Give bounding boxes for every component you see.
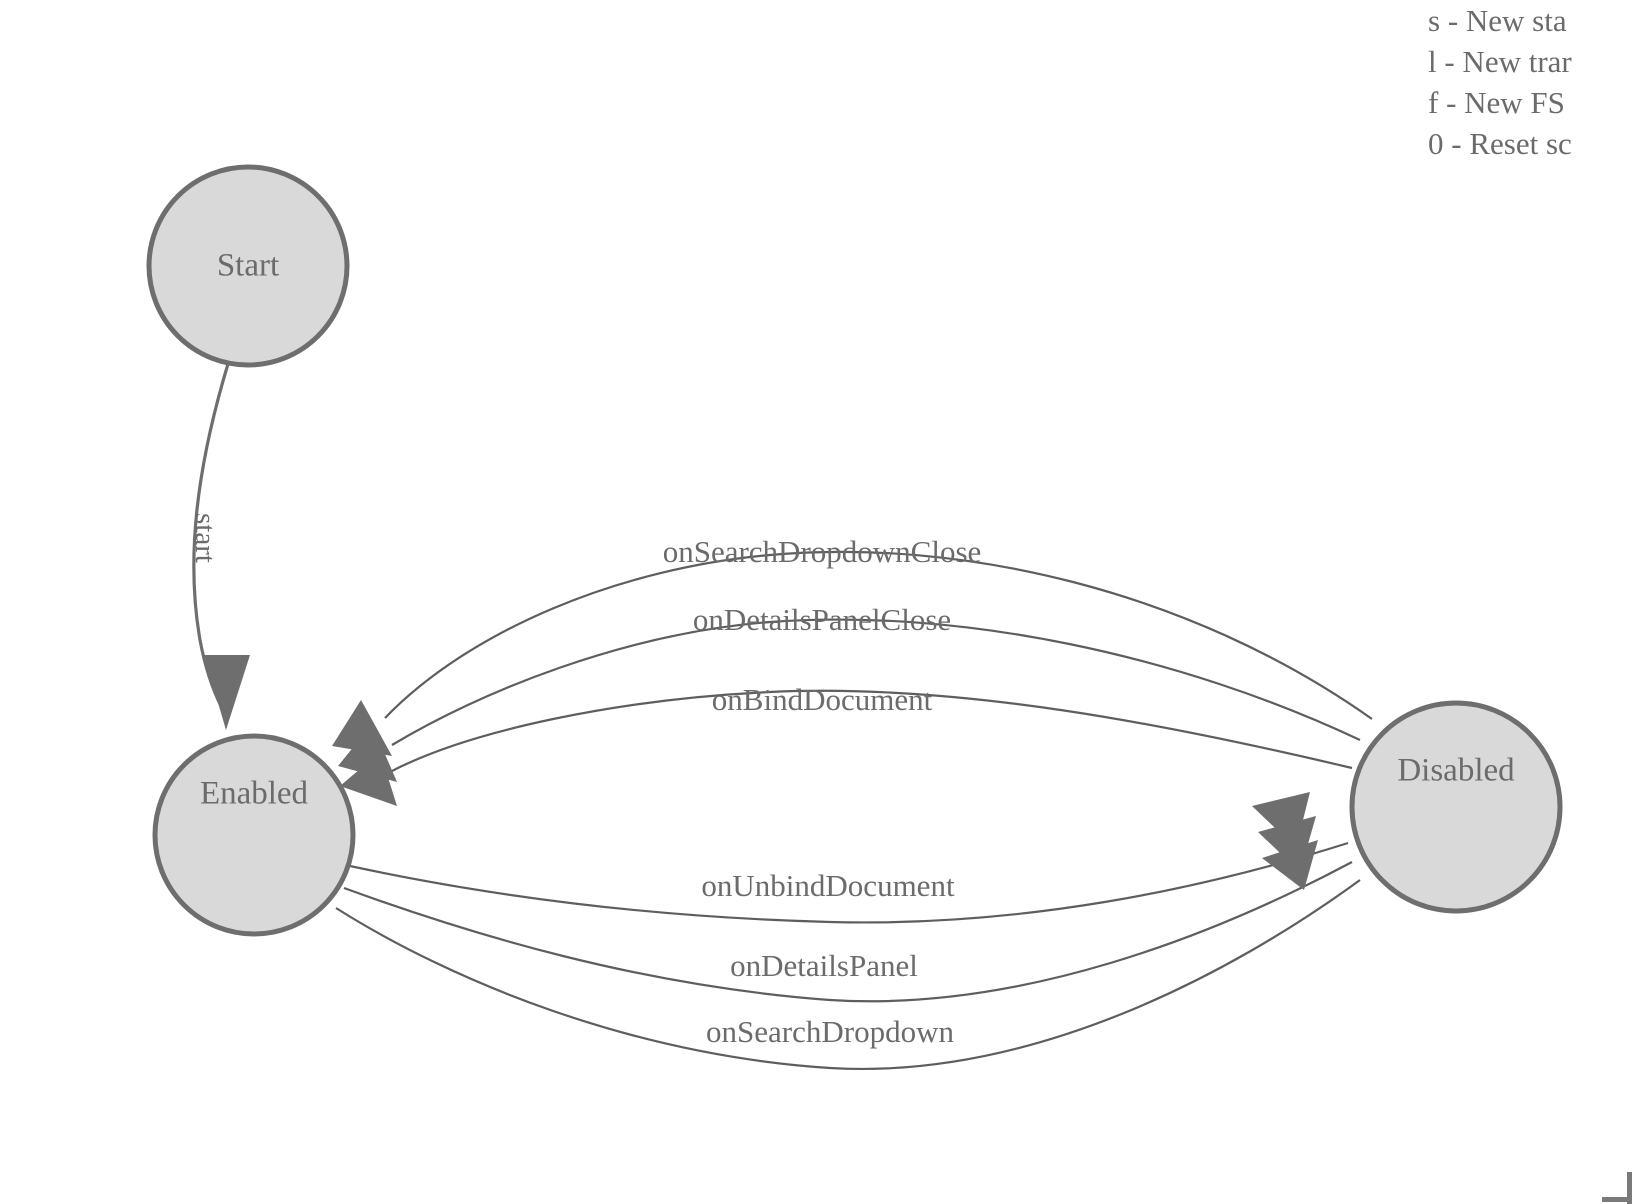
state-node-start-label: Start <box>217 248 279 284</box>
state-node-enabled[interactable]: Enabled <box>152 733 356 937</box>
state-node-disabled-label: Disabled <box>1397 753 1515 789</box>
state-node-disabled[interactable]: Disabled <box>1349 700 1563 914</box>
state-node-enabled-label: Enabled <box>200 776 309 812</box>
corner-mark-horizontal <box>1602 1197 1632 1202</box>
transition-edge-start[interactable] <box>192 363 230 707</box>
state-node-start[interactable]: Start <box>146 164 350 368</box>
transition-label-onSearchDropdown: onSearchDropdown <box>706 1014 954 1049</box>
transition-edge-onBindDocument[interactable] <box>389 689 1353 773</box>
arrowhead-enabled-to-disabled-3 <box>1262 840 1318 890</box>
transition-edge-onDetailsPanelClose[interactable] <box>391 618 1361 746</box>
transition-label-onDetailsPanel: onDetailsPanel <box>730 948 918 983</box>
corner-mark-vertical <box>1627 1172 1632 1204</box>
transition-label-onSearchDropdownClose: onSearchDropdownClose <box>663 534 982 569</box>
transition-label-onBindDocument: onBindDocument <box>712 682 933 717</box>
state-node-start-circle[interactable] <box>146 164 350 368</box>
transition-label-start: start <box>189 513 221 563</box>
shortcut-legend-item: 0 - Reset sc <box>1428 126 1572 161</box>
transition-edge-onDetailsPanel[interactable] <box>343 861 1353 1003</box>
shortcut-legend-item: f - New FS <box>1428 85 1565 120</box>
transition-label-onUnbindDocument: onUnbindDocument <box>701 868 955 903</box>
transition-edge-onUnbindDocument[interactable] <box>349 841 1349 924</box>
shortcut-legend-item: s - New sta <box>1428 3 1567 38</box>
transition-label-onDetailsPanelClose: onDetailsPanelClose <box>693 602 951 637</box>
state-node-disabled-circle[interactable] <box>1349 700 1563 914</box>
shortcut-legend-item: l - New trar <box>1428 44 1572 79</box>
transition-edge-onSearchDropdown[interactable] <box>335 879 1361 1070</box>
state-node-enabled-circle[interactable] <box>152 733 356 937</box>
arrowhead-disabled-to-enabled-3 <box>340 752 397 806</box>
arrowhead-start-to-enabled <box>204 655 250 730</box>
transition-edge-onSearchDropdownClose[interactable] <box>384 550 1373 720</box>
shortcut-legend: s - New sta l - New trar f - New FS 0 - … <box>1428 0 1632 164</box>
